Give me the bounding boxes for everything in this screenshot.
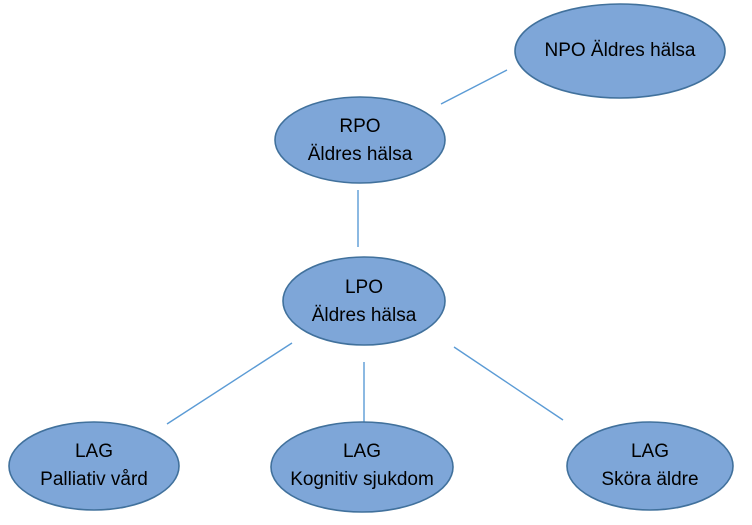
node-lpo-label-line2: Äldres hälsa	[312, 305, 417, 326]
node-lpo-label-line1: LPO	[345, 277, 383, 298]
node-lag-kognitiv-ellipse	[270, 421, 454, 513]
node-lag-kognitiv: LAG Kognitiv sjukdom	[270, 421, 454, 513]
node-lag-kognitiv-label-line2: Kognitiv sjukdom	[290, 469, 434, 490]
node-lag-kognitiv-label-line1: LAG	[343, 441, 381, 462]
edge-npo-rpo	[440, 69, 508, 105]
node-rpo-label-line2: Äldres hälsa	[308, 144, 413, 165]
edge-lpo-lag-palliativ	[166, 342, 293, 425]
node-npo: NPO Äldres hälsa	[514, 3, 726, 99]
edge-lpo-lag-skora	[453, 346, 564, 421]
node-rpo-ellipse	[274, 96, 446, 184]
node-lag-skora-ellipse	[566, 421, 734, 511]
node-lag-palliativ-label-line1: LAG	[75, 441, 113, 462]
node-rpo-label-line1: RPO	[339, 116, 380, 137]
node-lag-palliativ-ellipse	[8, 421, 180, 511]
node-npo-label-line1: NPO Äldres hälsa	[544, 40, 695, 61]
node-npo-ellipse	[514, 3, 726, 99]
node-lag-skora-label-line2: Sköra äldre	[601, 469, 698, 490]
node-rpo: RPO Äldres hälsa	[274, 96, 446, 184]
node-lag-skora: LAG Sköra äldre	[566, 421, 734, 511]
node-lag-palliativ: LAG Palliativ vård	[8, 421, 180, 511]
node-lpo-ellipse	[282, 256, 446, 346]
node-lag-palliativ-label-line2: Palliativ vård	[40, 469, 148, 490]
node-lpo: LPO Äldres hälsa	[282, 256, 446, 346]
node-lag-skora-label-line1: LAG	[631, 441, 669, 462]
